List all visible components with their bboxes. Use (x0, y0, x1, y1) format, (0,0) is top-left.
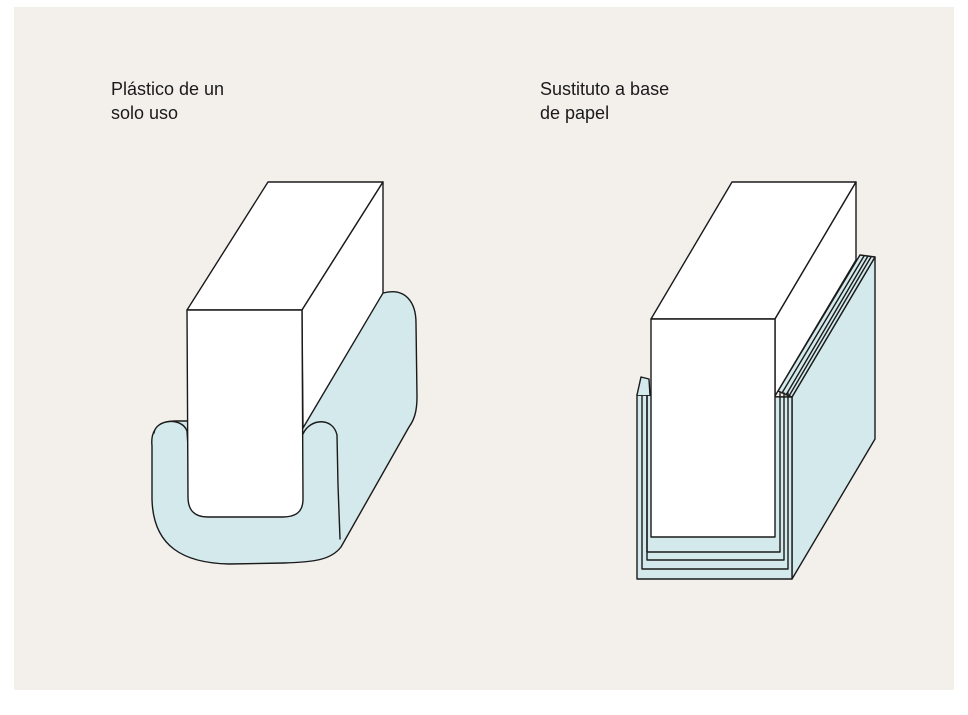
plastic-tray-illustration (151, 181, 418, 565)
paper-substitute-caption-line2: de papel (540, 103, 610, 123)
single-use-plastic-caption-line1: Plástico de un (111, 79, 225, 99)
plastic-tray-right-arm (302, 421, 341, 540)
paper-substitute-caption: Sustituto a base de papel (540, 77, 669, 125)
single-use-plastic-caption: Plástico de un solo uso (111, 77, 224, 125)
single-use-plastic-caption-line2: solo uso (111, 103, 179, 123)
packaging-comparison-illustration (151, 181, 876, 580)
paper-tray-left-lip (636, 376, 651, 396)
paper-tray-layer-1 (641, 378, 789, 570)
paper-tray-layer-3 (646, 392, 781, 553)
right-product-box-front (650, 318, 776, 538)
paper-tray-edge-line-3 (788, 256, 872, 397)
paper-tray-illustration (636, 181, 876, 580)
paper-tray-edge-line-2 (785, 255, 869, 396)
diagram-canvas: Plástico de un solo uso Sustituto a base… (14, 7, 954, 690)
left-product-box-front (186, 309, 304, 518)
paper-substitute-caption-line1: Sustituto a base (540, 79, 670, 99)
paper-tray-edge-line-1 (781, 255, 865, 394)
